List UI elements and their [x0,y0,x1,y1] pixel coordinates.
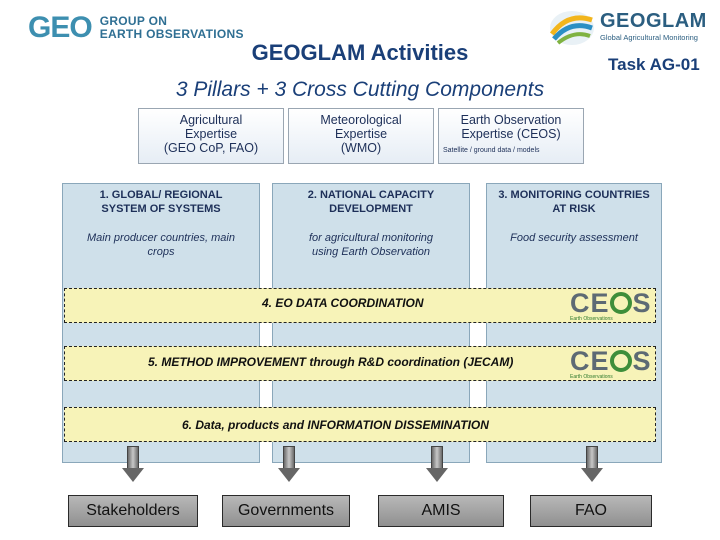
ceos-letter-s: S [632,346,651,376]
pillar-description: Main producer countries, main crops [62,231,260,259]
expertise-line2: Expertise [184,127,238,141]
pillar-desc-line1: Food security assessment [510,232,638,244]
component-label: 5. METHOD IMPROVEMENT through R&D coordi… [148,355,514,369]
pillar-desc-line2: crops [147,246,175,258]
pillar-desc-line2: using Earth Observation [311,246,430,258]
geoglam-logo-icon [549,11,594,45]
geo-subtitle-line2: EARTH OBSERVATIONS [99,27,244,41]
ceos-letter-c: C [570,346,590,376]
geoglam-name: GEOGLAM [600,10,707,32]
expertise-earth-observation: Earth Observation Expertise (CEOS) Satel… [438,108,584,164]
expertise-line1: Meteorological [320,113,402,127]
ceos-tagline: Earth Observations [570,316,613,322]
geoglam-tagline: Global Agricultural Monitoring [600,33,698,42]
arrow-down-icon [122,446,144,482]
page-subtitle: 3 Pillars + 3 Cross Cutting Components [175,78,545,101]
expertise-line1: Earth Observation [460,113,562,127]
ceos-logo: C E S Earth Observations [570,288,651,323]
pillar-title-line2: SYSTEM OF SYSTEMS [101,203,221,215]
pillar-desc-line1: for agricultural monitoring [308,232,434,244]
pillar-title-line1: 2. NATIONAL CAPACITY [307,189,435,201]
output-governments: Governments [222,495,350,527]
component-label: 6. Data, products and INFORMATION DISSEM… [182,418,489,432]
expertise-line3: (GEO CoP, FAO) [163,141,259,155]
ceos-globe-icon [609,292,632,314]
pillar-title: 1. GLOBAL/ REGIONAL SYSTEM OF SYSTEMS [62,188,260,216]
ceos-logo: C E S Earth Observations [570,346,651,381]
pillar-title: 2. NATIONAL CAPACITY DEVELOPMENT [272,188,470,216]
pillar-title-line2: DEVELOPMENT [329,203,413,215]
ceos-letter-e: E [590,288,609,318]
ceos-globe-icon [609,350,632,372]
pillar-title-line1: 3. MONITORING COUNTRIES [498,189,650,201]
component-eo-data-coordination [64,288,656,323]
geo-logo: GEO GROUP ON EARTH OBSERVATIONS [28,10,248,46]
component-method-improvement [64,346,656,381]
expertise-agricultural: Agricultural Expertise (GEO CoP, FAO) [138,108,284,164]
task-label: Task AG-01 [608,55,700,74]
expertise-line2: Expertise [334,127,388,141]
output-fao: FAO [530,495,652,527]
arrow-down-icon [426,446,448,482]
component-information-dissemination [64,407,656,442]
page-title: GEOGLAM Activities [251,40,469,65]
arrow-down-icon [581,446,603,482]
output-stakeholders: Stakeholders [68,495,198,527]
expertise-meteorological: Meteorological Expertise (WMO) [288,108,434,164]
pillar-title-line1: 1. GLOBAL/ REGIONAL [99,189,223,201]
ceos-letter-c: C [570,288,590,318]
geo-logo-subtitle: GROUP ON EARTH OBSERVATIONS [100,15,244,41]
geo-logo-mark: GEO [28,11,93,44]
geo-subtitle-line1: GROUP ON [99,14,168,28]
ceos-letter-e: E [590,346,609,376]
pillar-title-line2: AT RISK [552,203,596,215]
pillar-title: 3. MONITORING COUNTRIES AT RISK [486,188,662,216]
pillar-description: for agricultural monitoring using Earth … [272,231,470,259]
expertise-line3: Satellite / ground data / models [443,147,540,154]
ceos-letter-s: S [632,288,651,318]
component-label: 4. EO DATA COORDINATION [262,296,424,310]
expertise-line3: (WMO) [340,141,382,155]
arrow-down-icon [278,446,300,482]
ceos-tagline: Earth Observations [570,374,613,380]
output-amis: AMIS [378,495,504,527]
pillar-desc-line1: Main producer countries, main [87,232,235,244]
pillar-description: Food security assessment [486,231,662,245]
expertise-line2: Expertise (CEOS) [461,127,561,141]
expertise-line1: Agricultural [179,113,243,127]
